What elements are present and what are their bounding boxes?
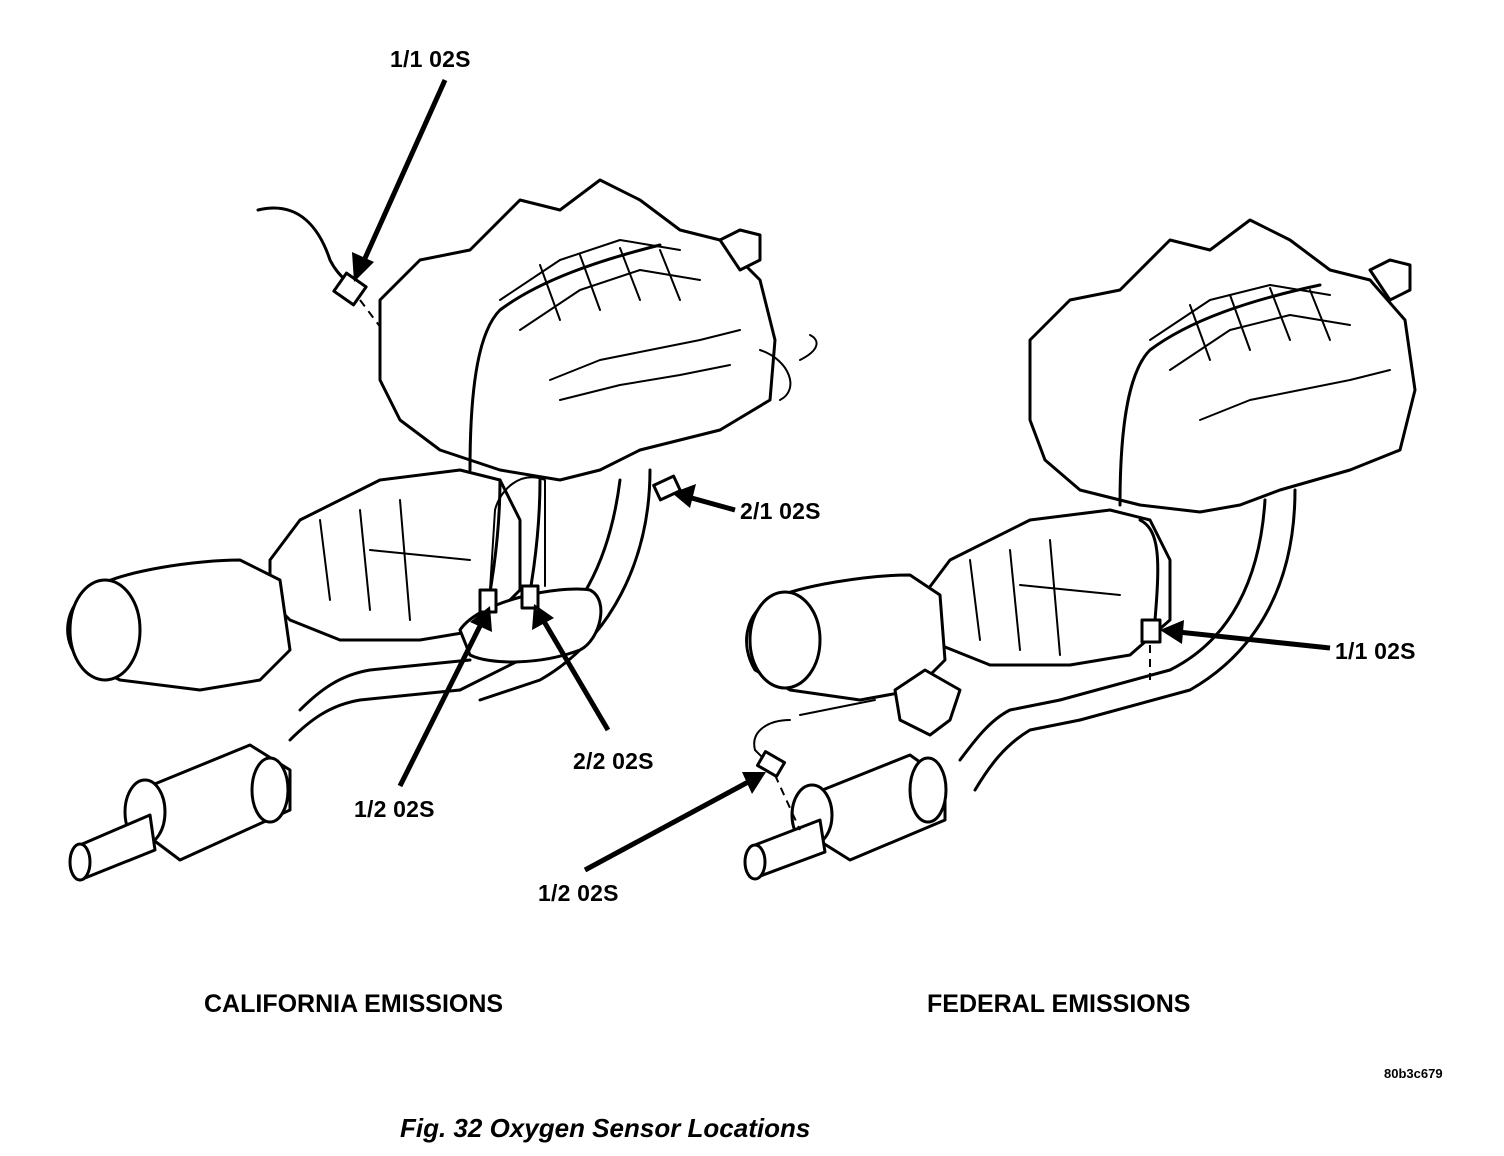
california-label-1-2: 1/2 02S <box>354 796 435 822</box>
figure-caption: Fig. 32 Oxygen Sensor Locations <box>400 1113 811 1143</box>
california-assembly <box>66 78 818 882</box>
federal-label-1-2: 1/2 02S <box>538 880 619 906</box>
california-title: CALIFORNIA EMISSIONS <box>204 990 504 1018</box>
figure-code: 80b3c679 <box>1384 1066 1443 1081</box>
federal-title: FEDERAL EMISSIONS <box>927 990 1191 1018</box>
california-label-2-1: 2/1 02S <box>740 498 821 524</box>
california-label-1-1: 1/1 02S <box>390 46 471 72</box>
california-label-2-2: 2/2 02S <box>573 748 654 774</box>
federal-label-1-1: 1/1 02S <box>1335 638 1416 664</box>
federal-assembly <box>583 218 1417 881</box>
